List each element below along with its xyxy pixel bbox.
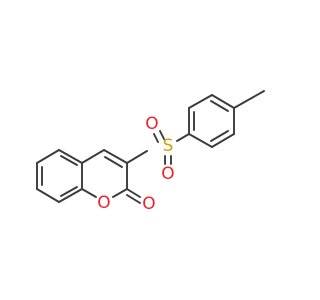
bond (188, 133, 213, 148)
bond (60, 155, 78, 166)
ring-oxygen-label: O (97, 193, 110, 213)
bond (210, 130, 229, 142)
bond (126, 188, 141, 198)
bond-lines (36, 90, 265, 204)
sulfur-label: S (163, 136, 174, 156)
bond (176, 133, 190, 142)
sulfonyl-oxygen-bottom-label: O (161, 164, 174, 184)
atom-labels: O O S O O (97, 114, 174, 214)
bond (153, 133, 159, 143)
bond (210, 100, 229, 112)
bond (211, 133, 235, 148)
bond (159, 130, 165, 140)
bond (188, 94, 213, 109)
bond (58, 149, 83, 164)
bond (36, 149, 60, 164)
bond (81, 149, 105, 164)
bond (60, 186, 78, 197)
bond (58, 188, 83, 203)
bond (233, 90, 265, 109)
bond (103, 149, 128, 164)
bond (126, 150, 148, 164)
bond (81, 188, 97, 198)
bond (36, 188, 60, 203)
carbonyl-oxygen-label: O (142, 194, 155, 214)
bond (104, 156, 123, 168)
sulfonyl-oxygen-top-label: O (145, 114, 158, 134)
bond (126, 194, 141, 204)
bond (211, 94, 235, 109)
bond (112, 188, 128, 198)
chemical-structure-diagram: O O S O O (36, 90, 265, 214)
